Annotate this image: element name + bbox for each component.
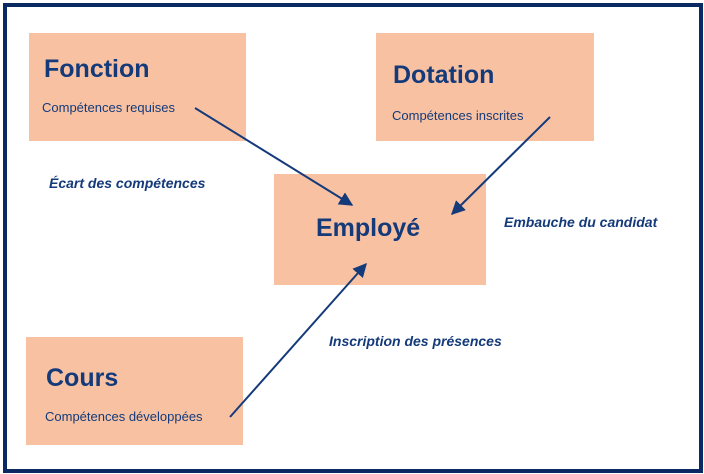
cours-box: Cours Compétences développées [26, 337, 243, 445]
arrow-fonction-to-employe [194, 107, 354, 206]
dotation-box: Dotation Compétences inscrites [376, 33, 594, 141]
dotation-title: Dotation [393, 61, 495, 89]
fonction-title: Fonction [44, 55, 150, 83]
inscription-label: Inscription des présences [329, 333, 502, 349]
cours-title: Cours [46, 364, 119, 392]
fonction-box: Fonction Compétences requises [29, 33, 246, 141]
arrow-cours-to-employe [229, 262, 367, 418]
embauche-label: Embauche du candidat [504, 214, 658, 230]
employe-title: Employé [316, 214, 421, 242]
employe-box: Employé [274, 174, 486, 285]
cours-subtitle: Compétences développées [45, 409, 203, 424]
fonction-subtitle: Compétences requises [42, 100, 175, 115]
dotation-subtitle: Compétences inscrites [392, 108, 524, 123]
ecart-label: Écart des compétences [49, 175, 206, 191]
arrow-dotation-to-employe [451, 116, 551, 215]
